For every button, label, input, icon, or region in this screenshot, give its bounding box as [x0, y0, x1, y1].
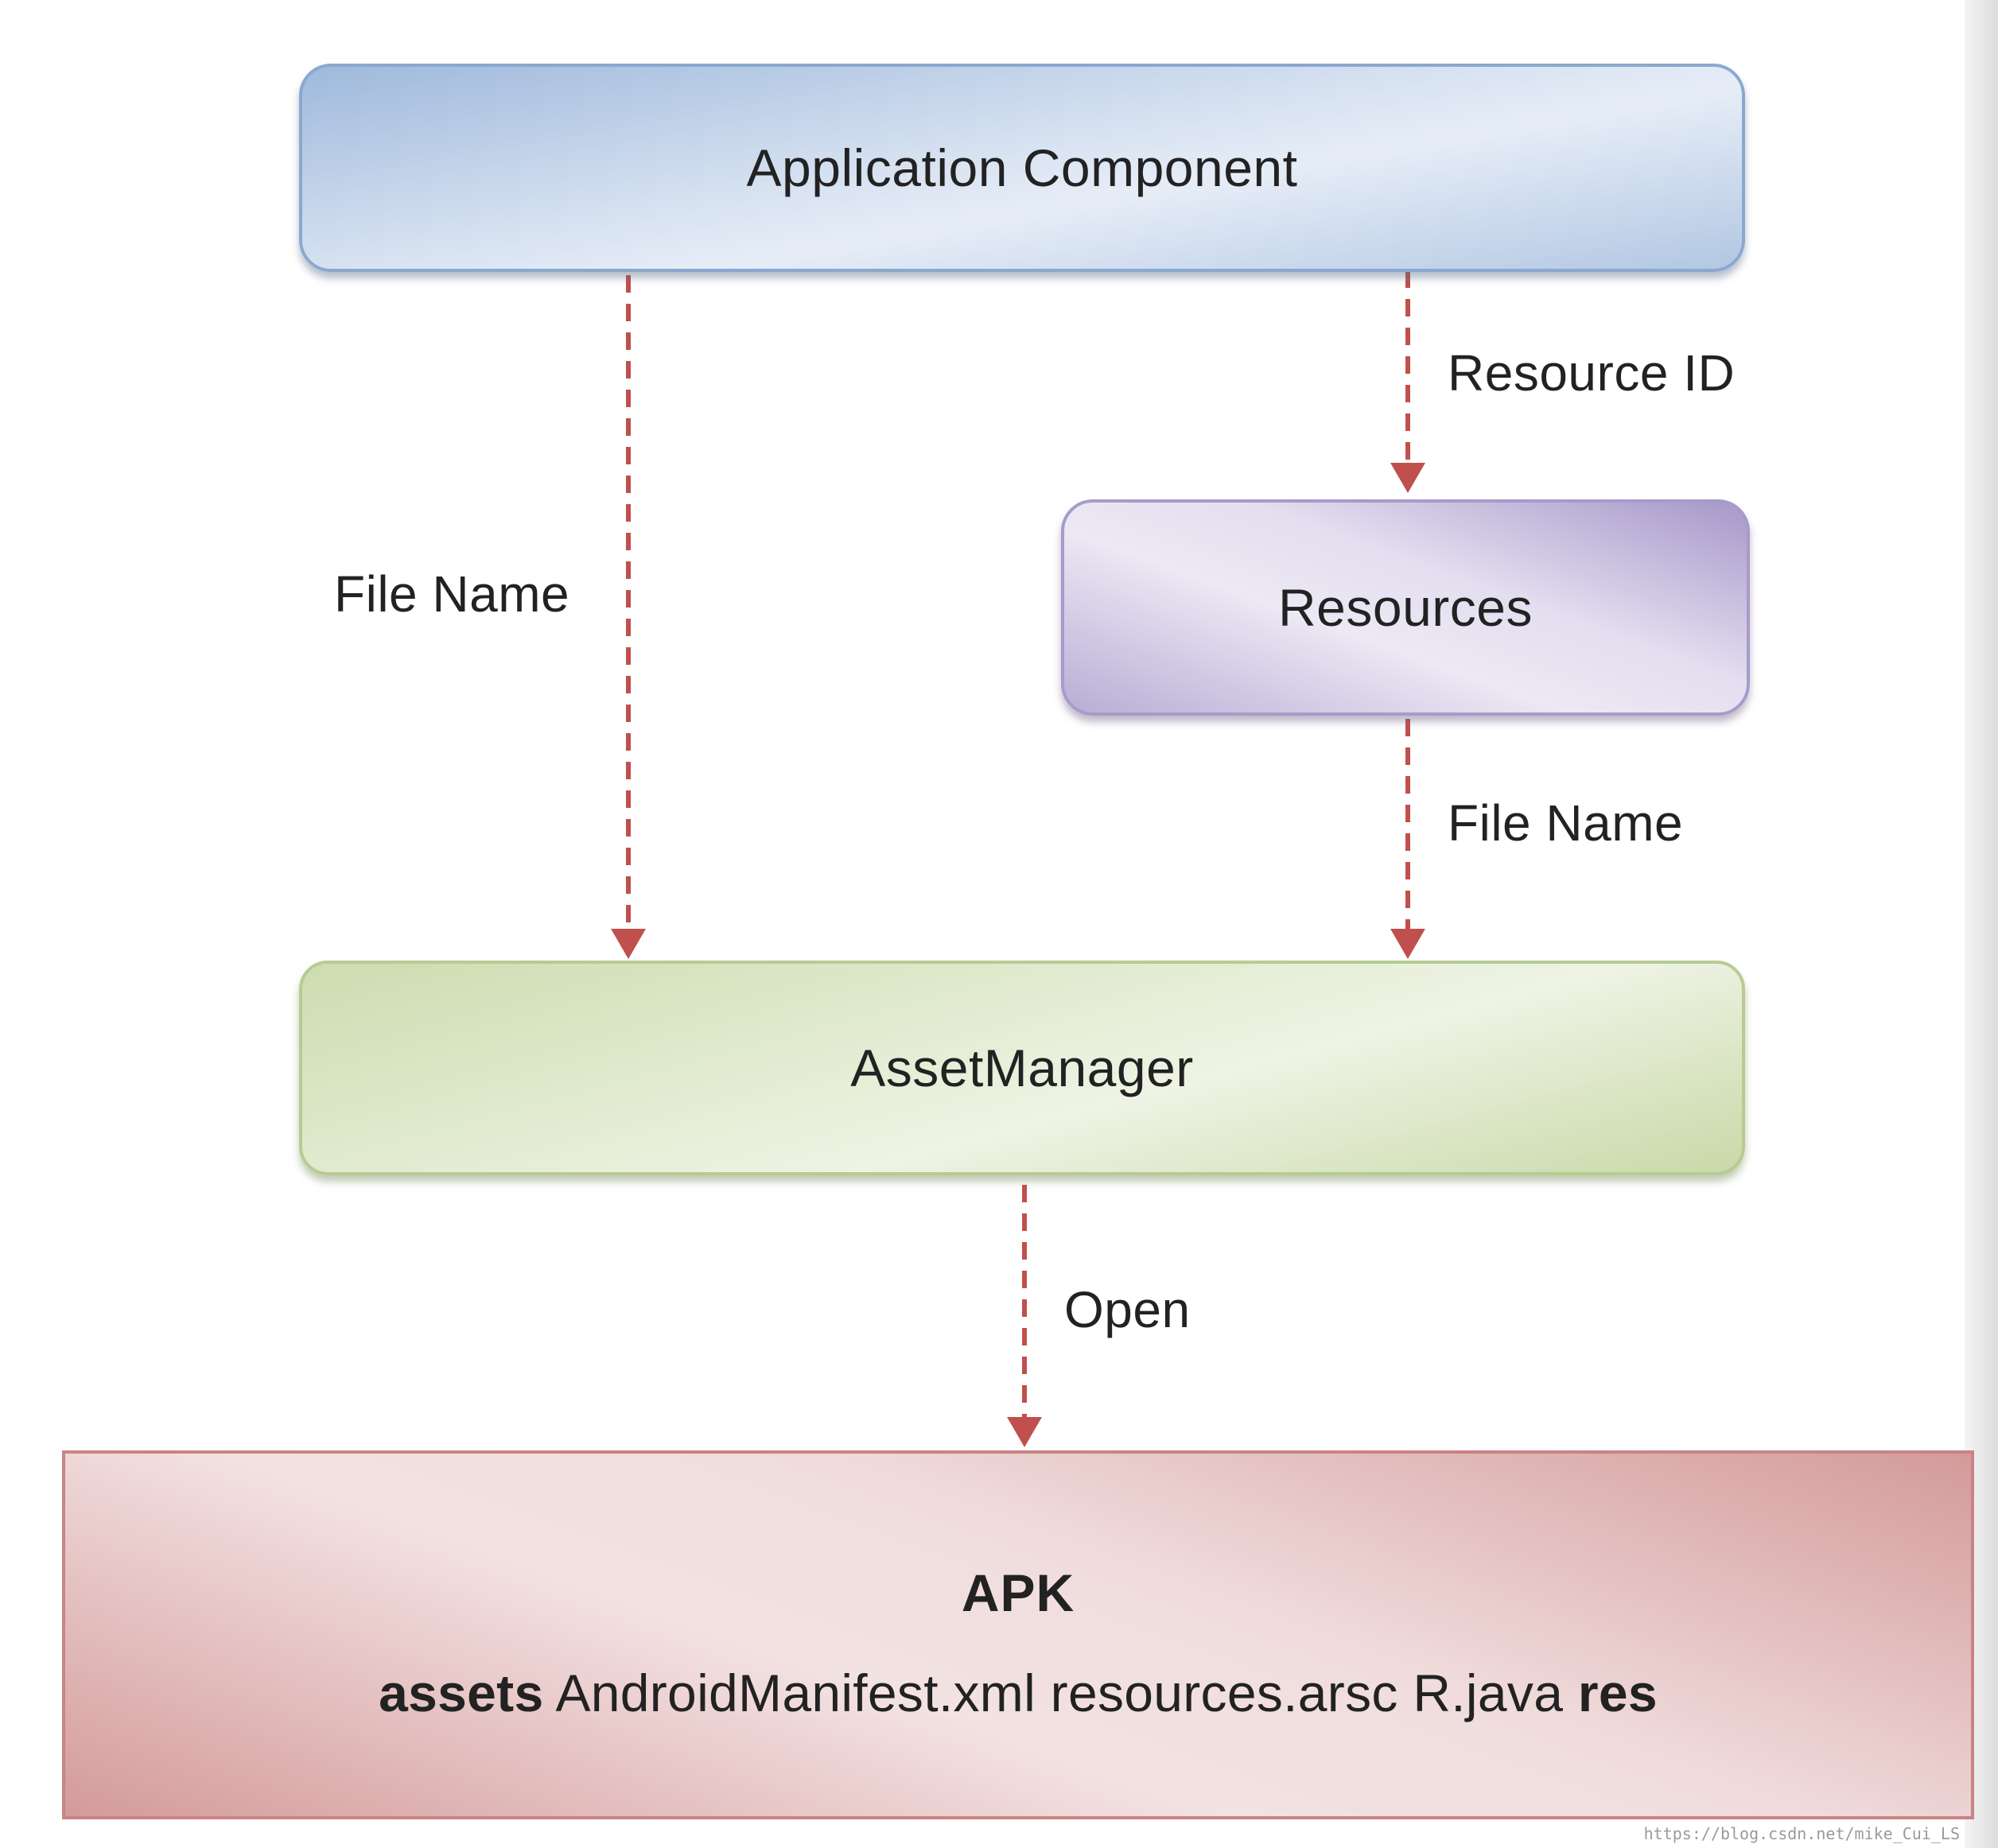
resources-label: Resources [1278, 578, 1533, 637]
edge-label-resource-id: Resource ID [1448, 344, 1736, 402]
application-component-node: Application Component [299, 64, 1745, 272]
edge-label-file-name-right: File Name [1448, 794, 1684, 852]
watermark-text: https://blog.csdn.net/mike_Cui_LS [1643, 1824, 1960, 1843]
arrowhead-asset-to-apk [1007, 1417, 1042, 1447]
arrowhead-resources-to-asset [1390, 929, 1425, 959]
arrowhead-app-to-asset [611, 929, 646, 959]
apk-title: APK [961, 1563, 1075, 1622]
apk-file-list: assets AndroidManifest.xml resources.ars… [379, 1663, 1658, 1723]
edge-label-file-name-left: File Name [334, 565, 570, 623]
apk-file-res: res [1577, 1664, 1658, 1722]
apk-file-others: AndroidManifest.xml resources.arsc R.jav… [543, 1664, 1578, 1722]
resources-node: Resources [1061, 499, 1750, 716]
application-component-label: Application Component [746, 138, 1298, 197]
edge-label-open: Open [1064, 1281, 1191, 1338]
apk-file-assets: assets [379, 1664, 544, 1722]
asset-manager-label: AssetManager [850, 1039, 1194, 1097]
arrowhead-app-to-resources [1390, 463, 1425, 493]
asset-manager-node: AssetManager [299, 961, 1745, 1175]
apk-node: APK assets AndroidManifest.xml resources… [62, 1450, 1974, 1819]
